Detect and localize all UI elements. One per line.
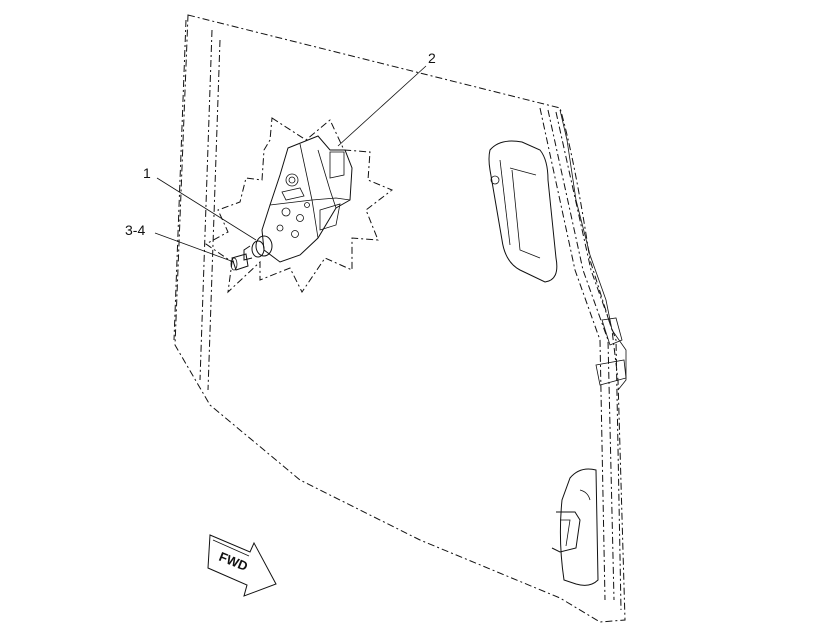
- callout-2: 2: [428, 50, 436, 66]
- callout-3-4: 3-4: [125, 222, 145, 238]
- retaining-clip: [230, 253, 249, 271]
- leader-line-2: [337, 65, 427, 147]
- leader-line-1: [156, 177, 257, 241]
- lock-cylinder: [243, 235, 273, 261]
- forward-arrow-icon: FWD: [207, 534, 277, 597]
- detail-breakout: [205, 117, 393, 294]
- leader-line-3-4: [154, 232, 235, 263]
- fwd-label: FWD: [217, 549, 250, 574]
- door-frame-strip: [559, 109, 627, 391]
- lock-actuator-assembly: [261, 135, 353, 263]
- pull-handle: [551, 468, 599, 586]
- door-outline: [173, 14, 626, 623]
- callout-1: 1: [143, 165, 151, 181]
- door-handle: [488, 140, 558, 283]
